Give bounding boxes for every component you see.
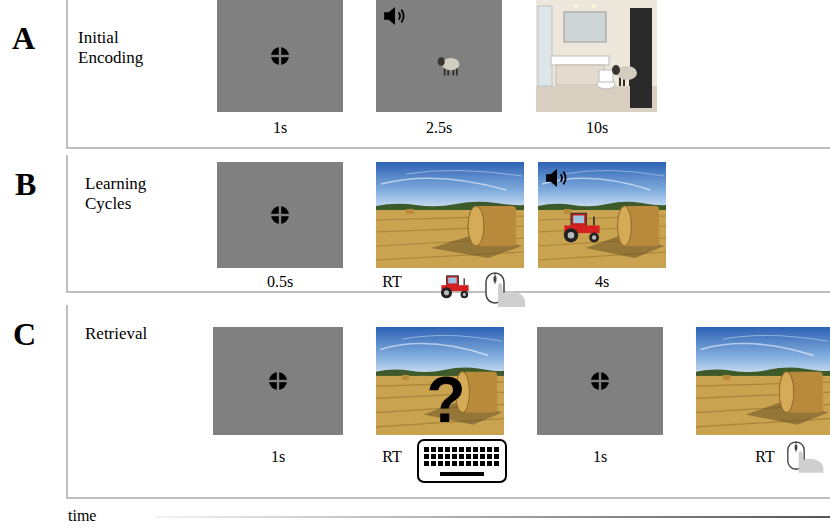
timing-text: 4s bbox=[595, 273, 609, 290]
illustration-part bbox=[67, 0, 830, 148]
keyboard-icon bbox=[418, 440, 506, 482]
illustration-part bbox=[546, 169, 566, 187]
panel-title: Initial Encoding bbox=[78, 28, 170, 69]
panel-heading: AInitial Encoding bbox=[12, 22, 170, 69]
timing-label: 10s bbox=[586, 118, 608, 137]
panel-frames bbox=[67, 0, 830, 498]
panel-heading: CRetrieval bbox=[13, 318, 147, 350]
panel-heading: BLearning Cycles bbox=[15, 168, 177, 215]
timing-label: 4s bbox=[595, 272, 609, 291]
timing-text: 2.5s bbox=[426, 119, 452, 136]
timing-text: 0.5s bbox=[267, 273, 293, 290]
illustration-part bbox=[630, 8, 652, 108]
illustration-part bbox=[574, 4, 578, 8]
illustration-part bbox=[376, 327, 504, 435]
illustration-part bbox=[696, 327, 830, 435]
timing-label: 2.5s bbox=[426, 118, 452, 137]
timing-label: 0.5s bbox=[267, 272, 293, 291]
timing-text: RT bbox=[382, 273, 401, 290]
timing-text: RT bbox=[382, 448, 401, 465]
illustration-part bbox=[538, 162, 666, 268]
timing-text: 1s bbox=[273, 119, 287, 136]
time-arrow bbox=[155, 516, 830, 518]
illustration-part bbox=[591, 372, 609, 390]
query-mark: ? bbox=[426, 364, 465, 436]
panel-letter: B bbox=[15, 168, 85, 200]
retrieval-screens bbox=[213, 327, 830, 482]
illustration-part bbox=[564, 213, 600, 242]
illustration-part bbox=[217, 162, 343, 268]
timing-label: 1s bbox=[271, 447, 285, 466]
timing-label: 1s bbox=[593, 447, 607, 466]
illustration-part bbox=[536, 0, 657, 112]
illustration-part bbox=[537, 327, 663, 435]
illustration-part bbox=[67, 305, 830, 498]
illustration-part bbox=[418, 440, 506, 482]
illustration-part bbox=[67, 155, 830, 292]
illustration-part bbox=[599, 70, 613, 82]
illustration-part bbox=[538, 6, 552, 86]
illustration-part bbox=[424, 447, 500, 468]
panel-title: Retrieval bbox=[85, 324, 147, 344]
learning-screens bbox=[217, 162, 666, 307]
illustration-part bbox=[217, 0, 343, 112]
illustration-part bbox=[269, 372, 287, 390]
timing-label: time bbox=[68, 506, 96, 525]
timing-text: RT bbox=[755, 448, 774, 465]
illustration-part bbox=[213, 327, 343, 435]
timing-label: RT bbox=[755, 447, 774, 466]
illustration-part bbox=[384, 7, 404, 25]
timing-label: RT bbox=[382, 447, 401, 466]
timing-text: time bbox=[68, 507, 96, 524]
illustration-part bbox=[438, 57, 460, 75]
timing-label: ? bbox=[426, 368, 465, 432]
illustration-part bbox=[564, 12, 606, 42]
panel-letter: A bbox=[12, 22, 78, 54]
encoding-screens bbox=[217, 0, 657, 112]
illustration-part bbox=[592, 4, 596, 8]
timing-label: RT bbox=[382, 272, 401, 291]
illustration-part bbox=[441, 276, 469, 299]
timing-text: 1s bbox=[593, 448, 607, 465]
illustration-part bbox=[551, 56, 609, 65]
illustration-part bbox=[556, 65, 604, 85]
illustration-part bbox=[376, 162, 524, 268]
illustration-part bbox=[271, 206, 289, 224]
illustration-part bbox=[486, 273, 525, 307]
illustration-part bbox=[271, 47, 289, 65]
illustration-part bbox=[612, 65, 637, 86]
timing-text: 10s bbox=[586, 119, 608, 136]
panel-title: Learning Cycles bbox=[85, 174, 177, 215]
timing-label: 1s bbox=[273, 118, 287, 137]
bathroom-scene bbox=[536, 0, 657, 112]
timing-text: 1s bbox=[271, 448, 285, 465]
panel-letter: C bbox=[13, 318, 85, 350]
illustration-part bbox=[440, 472, 484, 476]
illustration-part bbox=[376, 0, 502, 112]
illustration-part bbox=[788, 442, 823, 473]
